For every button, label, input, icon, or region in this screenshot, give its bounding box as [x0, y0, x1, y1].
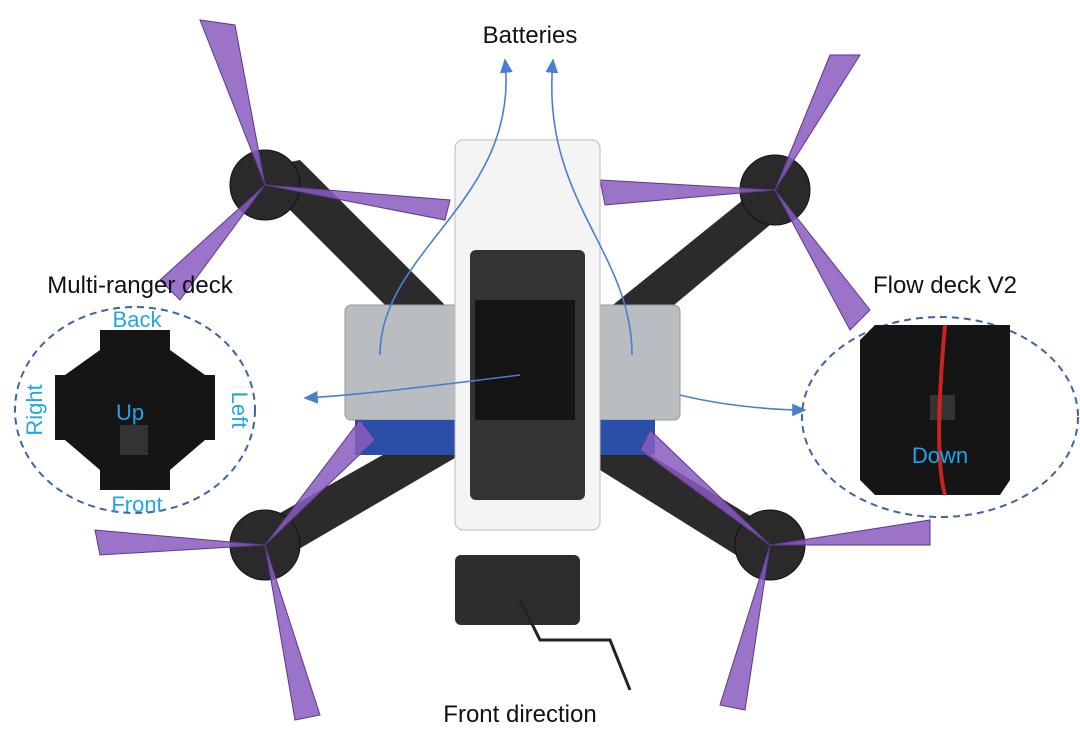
motor-rear-left [599, 54, 871, 331]
arrow-multi-ranger [303, 374, 521, 404]
arrow-battery-right [545, 58, 633, 356]
direction-down: Down [912, 443, 968, 468]
motor-front-left [639, 429, 931, 711]
direction-back: Back [113, 307, 163, 332]
flow-deck-inset: Down [801, 316, 1079, 518]
antenna [518, 599, 632, 691]
direction-right: Right [22, 384, 47, 435]
flow-camera [930, 395, 955, 420]
flow-deck-label: Flow deck V2 [873, 272, 1017, 299]
direction-front: Front [111, 492, 162, 517]
motor-front-right [94, 419, 376, 721]
direction-left: Left [227, 392, 252, 429]
front-direction-label: Front direction [443, 701, 596, 728]
front-plate [455, 555, 580, 625]
multi-ranger-label: Multi-ranger deck [47, 272, 233, 299]
flight-controller [475, 300, 575, 420]
batteries-label: Batteries [483, 22, 578, 49]
arrow-flow-deck [679, 394, 807, 417]
multi-ranger-inset: Back Front Up Right Left [14, 306, 256, 517]
multi-ranger-board [55, 330, 215, 490]
arrow-battery-left [379, 58, 513, 356]
drone-frame [250, 160, 800, 691]
motor-rear-right [159, 19, 451, 301]
direction-up: Up [116, 400, 144, 425]
